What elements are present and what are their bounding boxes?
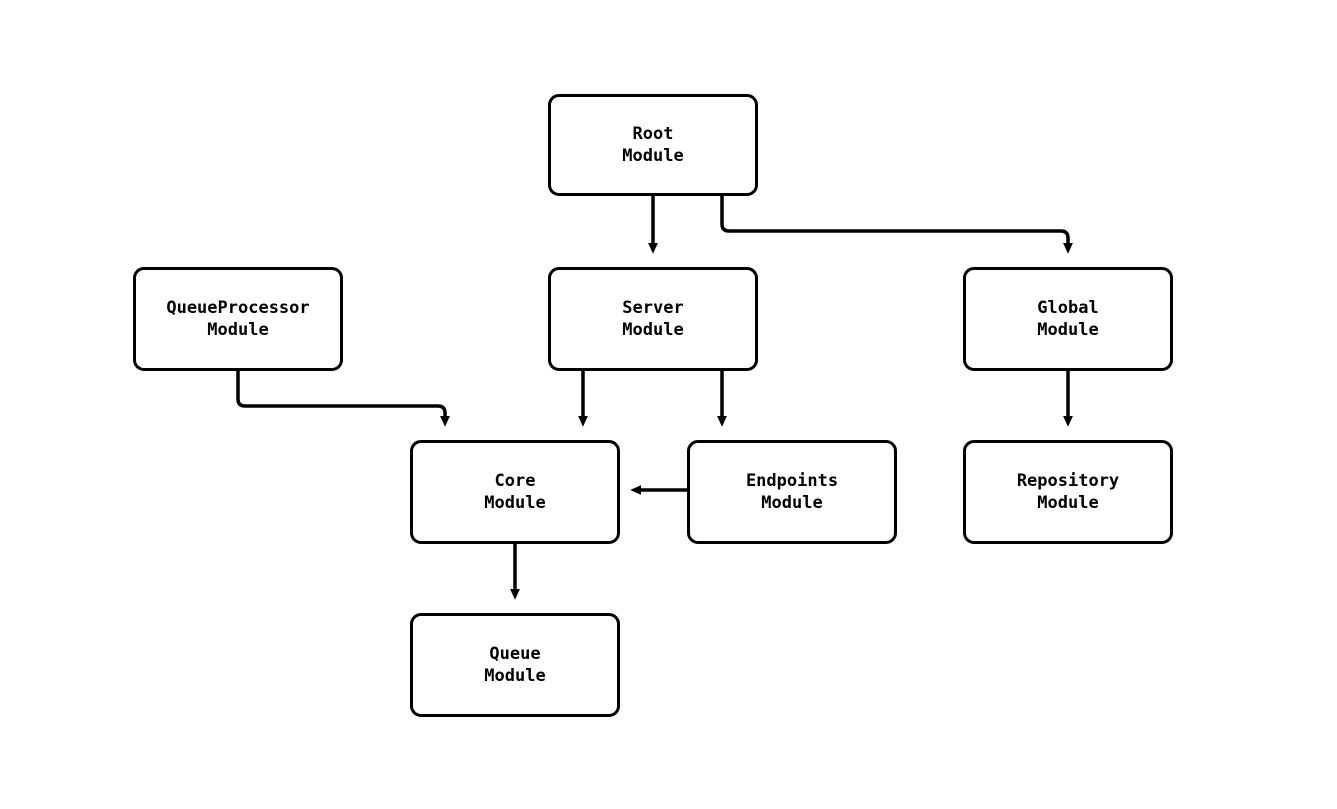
edge-queueprocessor-to-core (236, 371, 450, 427)
node-global-module-label: Global Module (1037, 298, 1099, 340)
node-core-module-label: Core Module (484, 471, 546, 513)
node-root-module-label: Root Module (622, 124, 684, 166)
node-core-module[interactable]: Core Module (410, 440, 620, 544)
node-global-module[interactable]: Global Module (963, 267, 1173, 371)
node-repository-module-label: Repository Module (1016, 471, 1120, 513)
node-endpoints-module[interactable]: Endpoints Module (687, 440, 897, 544)
node-queueprocessor-module-label: QueueProcessor Module (166, 298, 310, 340)
node-endpoints-module-label: Endpoints Module (745, 471, 839, 513)
node-server-module-label: Server Module (622, 298, 684, 340)
node-queueprocessor-module[interactable]: QueueProcessor Module (133, 267, 343, 371)
node-queue-module-label: Queue Module (484, 644, 546, 686)
node-repository-module[interactable]: Repository Module (963, 440, 1173, 544)
node-server-module[interactable]: Server Module (548, 267, 758, 371)
node-root-module[interactable]: Root Module (548, 94, 758, 196)
edge-root-to-global (720, 196, 1073, 254)
node-queue-module[interactable]: Queue Module (410, 613, 620, 717)
